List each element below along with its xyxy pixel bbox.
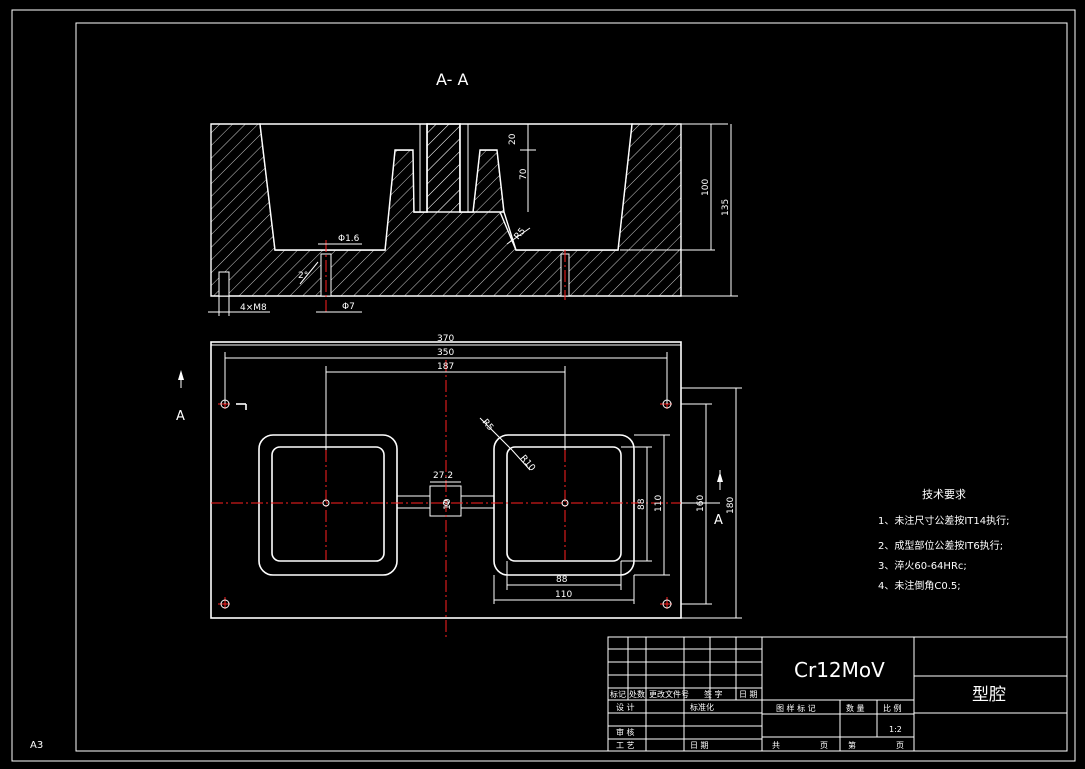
dim-110-horizontal: 110	[555, 590, 572, 600]
runner-right	[460, 495, 495, 509]
right-cavity-outer	[493, 434, 635, 576]
dim-r10: R10	[518, 454, 537, 474]
dim-10: 10	[443, 498, 453, 510]
dim-135: 135	[721, 199, 731, 216]
sprue-hole	[443, 500, 449, 506]
tb-process: 工 艺	[616, 741, 635, 750]
scale-value: 1:2	[889, 725, 902, 734]
dim-160: 160	[696, 495, 706, 512]
left-cavity-inner	[271, 446, 385, 562]
section-marker-left: A	[176, 409, 185, 424]
tb-date2: 日 期	[690, 741, 709, 750]
dim-27-2: 27.2	[433, 471, 453, 481]
tech-item-1: 1、未注尺寸公差按IT14执行;	[878, 514, 1010, 527]
screw-hole-m8	[218, 271, 230, 297]
runner-left	[396, 495, 431, 509]
tech-item-2: 2、成型部位公差按IT6执行;	[878, 539, 1003, 552]
tb-stage-mark: 图 样 标 记	[776, 703, 816, 713]
dim-187: 187	[437, 362, 454, 372]
center-rib	[426, 123, 461, 213]
dim-88-vertical: 88	[637, 498, 647, 510]
tb-page2: 页	[896, 741, 904, 750]
tb-change-doc: 更改文件号	[649, 689, 689, 699]
tech-item-4: 4、未注倒角C0.5;	[878, 579, 961, 592]
tb-ratio: 比 例	[883, 703, 902, 713]
plan-view: A A	[176, 341, 723, 640]
ejector-pin-right	[561, 499, 569, 507]
inner-border	[75, 22, 1068, 752]
tb-no: 第	[848, 740, 856, 750]
bolt-hole-bl	[220, 599, 230, 609]
tb-page: 页	[820, 741, 828, 750]
dim-phi1-6: Φ1.6	[338, 234, 360, 244]
dim-350: 350	[437, 348, 454, 358]
tb-total: 共	[772, 741, 780, 750]
dim-370: 370	[437, 334, 454, 344]
tech-heading: 技术要求	[922, 488, 966, 501]
dim-angle: 2°	[298, 271, 308, 281]
bolt-hole-br	[662, 599, 672, 609]
technical-requirements: 技术要求 1、未注尺寸公差按IT14执行; 2、成型部位公差按IT6执行; 3、…	[878, 488, 1010, 592]
dim-110-vertical: 110	[654, 495, 664, 512]
plate-outline	[210, 341, 682, 619]
dim-100: 100	[701, 179, 711, 196]
right-cavity-inner	[506, 446, 622, 562]
title-block: Cr12MoV 型腔 标记 处数 更改文件号 签 字 日 期 设 计 标准化 审…	[607, 636, 1068, 752]
tb-date: 日 期	[739, 690, 758, 699]
section-marker-right: A	[714, 513, 723, 528]
right-cavity	[459, 123, 633, 251]
tb-count: 处数	[629, 689, 645, 699]
tb-weight: 数 量	[846, 703, 865, 713]
tb-design: 设 计	[616, 702, 635, 712]
section-view	[210, 123, 682, 312]
dim-70: 70	[519, 168, 529, 180]
ejector-pin-left	[322, 499, 330, 507]
outer-border	[11, 9, 1076, 762]
tb-standard: 标准化	[690, 702, 714, 712]
tech-item-3: 3、淬火60-64HRc;	[878, 559, 967, 572]
part-name: 型腔	[972, 685, 1006, 705]
tb-sign: 签 字	[704, 689, 723, 699]
sheet-size-label: A3	[30, 740, 43, 751]
tb-check: 审 核	[616, 727, 635, 737]
section-title: A- A	[436, 70, 468, 89]
dim-phi7: Φ7	[342, 302, 355, 312]
dim-88-horizontal: 88	[556, 575, 568, 585]
plan-dimensions: 370 350 187 R5 R10 27.2 10 88 110 160 18…	[211, 334, 742, 619]
tb-mark: 标记	[610, 689, 626, 699]
dim-4xm8: 4×M8	[240, 303, 267, 313]
dim-20: 20	[508, 133, 518, 145]
dim-180: 180	[726, 497, 736, 514]
material-label: Cr12MoV	[794, 658, 885, 682]
